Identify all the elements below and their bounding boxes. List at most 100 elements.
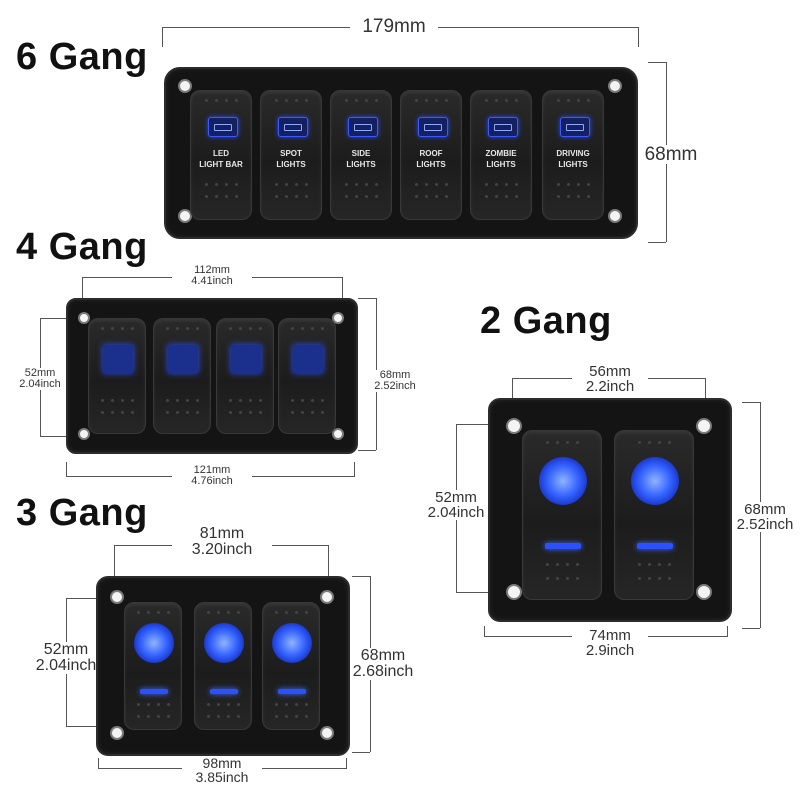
dot <box>424 183 428 186</box>
dimension-top-3-gang: 81mm 3.20inch <box>172 526 272 558</box>
dot <box>234 183 238 186</box>
dot <box>204 183 208 186</box>
icon-glyph <box>214 124 232 131</box>
dot <box>354 99 358 102</box>
dot <box>576 195 580 198</box>
dot <box>434 99 438 102</box>
dot <box>110 411 114 414</box>
dot <box>374 183 378 186</box>
dot <box>304 715 308 718</box>
dot <box>566 195 570 198</box>
dimension-mm: 68mm <box>744 501 786 518</box>
dimension-mm: 121mm <box>193 464 231 476</box>
dot <box>284 99 288 102</box>
side-lights-icon <box>348 117 378 137</box>
dimension-line <box>328 545 329 577</box>
dot <box>514 195 518 198</box>
dot <box>236 611 240 614</box>
dimension-left-2-gang: 52mm 2.04inch <box>418 490 494 520</box>
rocker-switch-5[interactable]: ZOMBIE LIGHTS <box>470 90 532 220</box>
dot <box>444 183 448 186</box>
dot <box>514 183 518 186</box>
dot <box>224 195 228 198</box>
switch-dots <box>279 327 335 330</box>
dot <box>565 441 569 444</box>
switch-label-line2: LIGHTS <box>486 160 516 169</box>
switch-dots <box>195 715 251 718</box>
dimension-line <box>705 378 706 404</box>
dot <box>156 715 160 718</box>
spot-lights-icon <box>278 117 308 137</box>
dot <box>136 715 140 718</box>
light-icon <box>134 623 174 663</box>
dot <box>494 183 498 186</box>
dimension-width-6-gang: 179mm <box>362 16 426 37</box>
rocker-switch-2[interactable] <box>153 318 211 434</box>
dimension-bottom-2-gang: 74mm 2.9inch <box>572 628 648 658</box>
dot <box>504 183 508 186</box>
dot <box>304 99 308 102</box>
dot <box>414 99 418 102</box>
switch-dots <box>279 399 335 402</box>
dot <box>120 327 124 330</box>
dot <box>494 99 498 102</box>
rocker-switch-1[interactable] <box>522 430 602 600</box>
rocker-switch-3[interactable] <box>216 318 274 434</box>
dimension-line <box>162 27 350 28</box>
dot <box>258 399 262 402</box>
rocker-switch-2[interactable] <box>614 430 694 600</box>
switch-dots <box>331 99 391 102</box>
switch-dots <box>195 611 251 614</box>
rocker-switch-2[interactable] <box>194 602 252 730</box>
switch-label-line2: LIGHTS <box>346 160 376 169</box>
dot <box>100 411 104 414</box>
dot <box>364 99 368 102</box>
switch-label-line2: LIGHTS <box>276 160 306 169</box>
dot <box>274 99 278 102</box>
dot <box>130 327 134 330</box>
dot <box>545 441 549 444</box>
switch-dots <box>217 327 273 330</box>
dot <box>284 195 288 198</box>
rocker-switch-1[interactable] <box>124 602 182 730</box>
rocker-switch-4[interactable] <box>278 318 336 434</box>
dot <box>514 99 518 102</box>
dot <box>156 703 160 706</box>
dot <box>555 577 559 580</box>
dot <box>120 399 124 402</box>
dot <box>555 563 559 566</box>
switch-dots <box>125 715 181 718</box>
dot <box>274 715 278 718</box>
dot <box>248 399 252 402</box>
rocker-switch-1[interactable] <box>88 318 146 434</box>
switch-label-line1: DRIVING <box>556 149 590 158</box>
dot <box>248 327 252 330</box>
dot <box>310 399 314 402</box>
led-indicator-bar <box>278 689 306 694</box>
dot <box>657 441 661 444</box>
dimension-line <box>66 462 67 477</box>
mount-hole <box>608 79 622 93</box>
dimension-line <box>352 752 370 753</box>
dot <box>206 703 210 706</box>
dot <box>204 195 208 198</box>
switch-dots <box>125 611 181 614</box>
dimension-line <box>66 726 116 727</box>
rocker-switch-3[interactable] <box>262 602 320 730</box>
dot <box>320 327 324 330</box>
switch-dots <box>543 183 603 186</box>
light-bar-icon <box>208 117 238 137</box>
dot <box>576 99 580 102</box>
dot <box>236 715 240 718</box>
switch-dots <box>401 195 461 198</box>
dot <box>195 327 199 330</box>
dimension-inch: 2.68inch <box>352 663 414 680</box>
dot <box>566 99 570 102</box>
dot <box>294 611 298 614</box>
switch-label-line1: ZOMBIE <box>485 149 517 158</box>
